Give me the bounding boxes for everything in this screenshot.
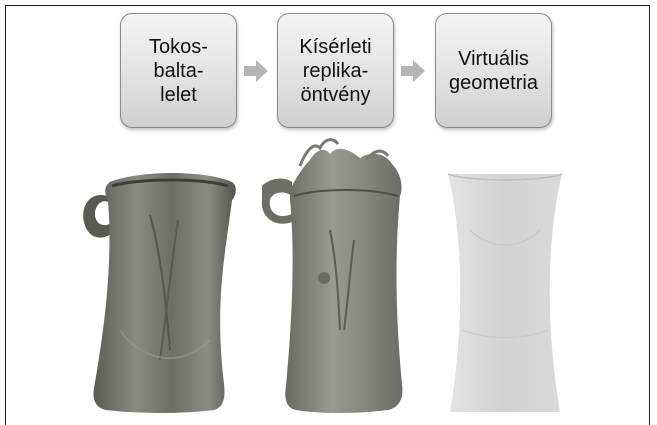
virtual-geometry-image <box>448 174 562 412</box>
socketed-axe-find-image <box>83 173 236 413</box>
replica-casting-image <box>262 140 403 413</box>
